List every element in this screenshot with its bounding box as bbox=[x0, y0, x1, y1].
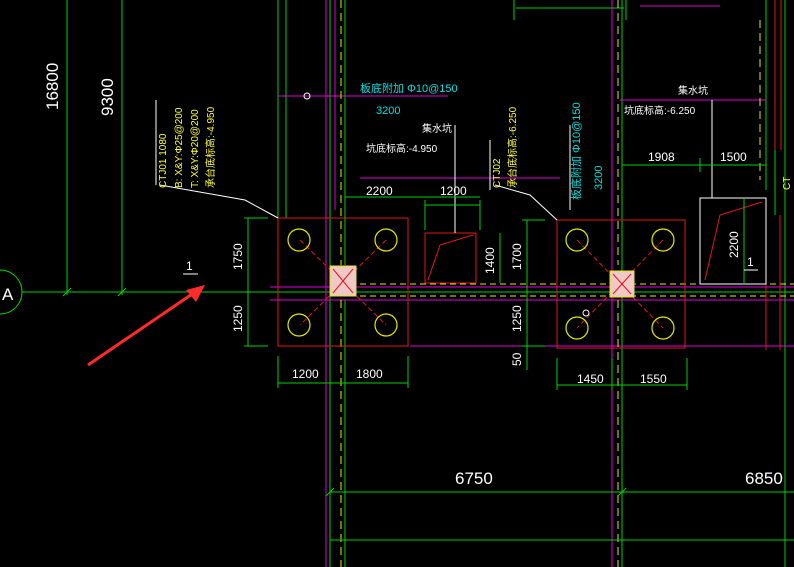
reinf-note-top: 板底附加 Φ10@150 bbox=[360, 81, 458, 95]
axis-label-a: A bbox=[2, 285, 14, 304]
dim-1550: 1550 bbox=[640, 372, 667, 386]
ctj01-line1: CTJ01 1080 bbox=[158, 133, 169, 188]
ctj01-line4: 承台底标高:-4.950 bbox=[204, 106, 217, 188]
sump-pit-a[interactable] bbox=[424, 125, 501, 284]
section-mark-left[interactable]: 1 bbox=[183, 259, 198, 275]
bottom-dims-ctj01 bbox=[244, 217, 409, 388]
section-mark-left-label: 1 bbox=[186, 259, 193, 273]
pit-a-label: 集水坑 bbox=[422, 122, 452, 135]
pit-b-partial-label: CT bbox=[782, 177, 793, 190]
dim-3200-a: 3200 bbox=[376, 105, 400, 117]
dim-1200-a: 1200 bbox=[440, 184, 467, 198]
top-dims bbox=[344, 165, 623, 218]
dim-1250-b: 1250 bbox=[510, 305, 524, 332]
pile-cap-ctj01[interactable] bbox=[277, 217, 409, 347]
dim-6750: 6750 bbox=[455, 469, 493, 488]
dim-1250-a: 1250 bbox=[231, 305, 245, 332]
dim-1700: 1700 bbox=[510, 243, 524, 270]
right-wall bbox=[765, 0, 782, 350]
red-arrow bbox=[87, 285, 205, 367]
ctj02-line2: 承台底标高:-6.250 bbox=[506, 106, 519, 188]
sump-pit-b[interactable] bbox=[622, 100, 767, 285]
dim-1800: 1800 bbox=[356, 367, 383, 381]
dim-9300: 9300 bbox=[98, 78, 117, 116]
dim-1908: 1908 bbox=[648, 150, 675, 164]
dim-3200-b: 3200 bbox=[593, 166, 605, 190]
dim-6850: 6850 bbox=[745, 469, 783, 488]
axis-bubble[interactable]: A bbox=[0, 269, 23, 315]
dim-2200-a: 2200 bbox=[366, 184, 393, 198]
dim-1750: 1750 bbox=[231, 243, 245, 270]
ctj02-line1: CTJ02 bbox=[492, 158, 503, 188]
pile-cap-ctj02[interactable] bbox=[556, 219, 686, 349]
ctj01-line3: T: X&Y:Φ20@200 bbox=[190, 109, 201, 188]
pit-a-level: 坑底标高:-4.950 bbox=[366, 142, 438, 155]
section-mark-right[interactable]: 1 bbox=[744, 255, 758, 271]
leaders bbox=[159, 125, 571, 221]
section-mark-right-label: 1 bbox=[747, 255, 754, 269]
dim-50: 50 bbox=[510, 352, 524, 366]
dim-1450: 1450 bbox=[577, 372, 604, 386]
dim-2200-b: 2200 bbox=[727, 231, 741, 258]
marker-point bbox=[303, 92, 311, 100]
ctj01-label[interactable]: CTJ01 1080 B: X&Y:Φ25@200 T: X&Y:Φ20@200… bbox=[155, 100, 217, 188]
pit-b-level: 坑底标高:-6.250 bbox=[624, 104, 696, 117]
ctj01-line2: B: X&Y:Φ25@200 bbox=[174, 107, 185, 188]
left-dims: 16800 9300 bbox=[43, 63, 127, 297]
dim-16800: 16800 bbox=[43, 63, 62, 110]
dim-1500: 1500 bbox=[720, 150, 747, 164]
pit-b-label: 集水坑 bbox=[678, 84, 708, 97]
reinf-note-right: 板底附加 Φ10@150 bbox=[569, 102, 583, 200]
bottom-dims-ctj02 bbox=[522, 219, 688, 390]
dim-1200-b: 1200 bbox=[292, 367, 319, 381]
bottom-big-dim bbox=[325, 487, 794, 541]
dim-1400: 1400 bbox=[483, 247, 497, 274]
ctj02-label[interactable]: CTJ02 承台底标高:-6.250 bbox=[489, 106, 519, 190]
dashed-yellow bbox=[340, 0, 761, 567]
